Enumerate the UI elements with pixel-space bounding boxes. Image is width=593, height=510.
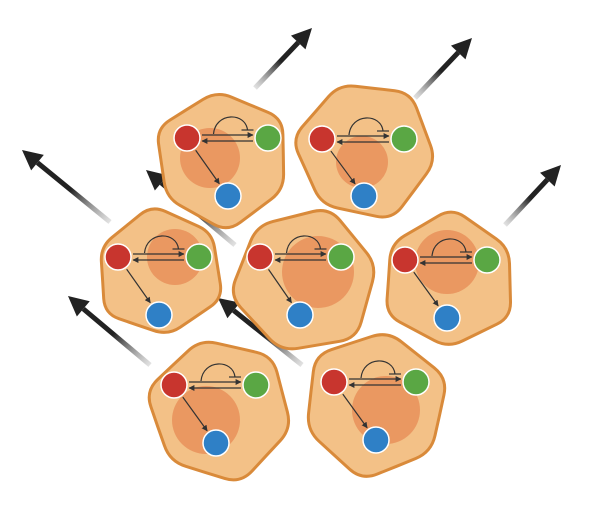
green-node [242,371,270,399]
migration-arrow-icon [68,296,152,367]
cell-nucleus [352,376,420,444]
arrow-shaft [35,160,112,224]
green-node [185,243,213,271]
signaling-network [308,117,418,210]
cell [231,209,376,351]
blue-node [350,182,378,210]
green-node [390,125,418,153]
cell [99,207,223,334]
green-node [473,246,501,274]
feedback-loop-icon [348,117,384,136]
blue-node [214,182,242,210]
activation-arrow [182,396,208,432]
signaling-network [391,238,501,332]
activation-arrow [342,393,368,429]
signaling-network [246,235,355,329]
migration-arrow-icon [503,165,561,227]
red-node [391,246,419,274]
blue-node [202,429,230,457]
cells [99,84,513,482]
arrow-shaft [413,50,461,100]
feedback-loop-icon [143,235,180,254]
cell [294,84,435,219]
activation-arrow [330,150,356,185]
cell [385,210,513,346]
feedback-loop-icon [200,363,236,382]
red-node [173,124,201,152]
migration-arrow-icon [22,150,112,224]
arrow-shaft [503,177,550,227]
activation-arrow [195,149,220,185]
red-node [320,368,348,396]
cell-nucleus [147,229,203,285]
feedback-loop-icon [431,238,467,257]
arrow-head [68,296,90,317]
arrow-head [290,28,312,50]
signaling-network [104,235,213,329]
red-node [104,243,132,271]
feedback-loop-icon [285,235,322,254]
red-node [160,371,188,399]
arrow-head [540,165,561,187]
activation-arrow [413,271,439,307]
blue-node [362,426,390,454]
red-node [308,125,336,153]
arrow-shaft [81,306,152,367]
signaling-network [173,116,282,210]
green-node [254,124,282,152]
migration-arrow-icon [253,28,312,90]
activation-arrow [126,268,151,304]
migration-arrow-icon [413,38,472,100]
signaling-network [320,360,430,454]
arrow-head [22,150,44,171]
blue-node [286,301,314,329]
cell-nucleus [336,136,388,188]
cell [147,340,291,482]
blue-node [433,304,461,332]
arrow-shaft [253,40,301,90]
feedback-loop-icon [360,360,396,379]
blue-node [145,301,173,329]
feedback-loop-icon [212,116,249,135]
activation-arrow [268,269,292,304]
green-node [327,243,355,271]
signaling-network [160,363,270,457]
red-node [246,243,274,271]
arrow-head [218,298,240,319]
cell-nucleus [415,230,479,294]
cell [156,93,286,230]
cell [306,333,447,478]
green-node [402,368,430,396]
arrow-head [450,38,472,60]
